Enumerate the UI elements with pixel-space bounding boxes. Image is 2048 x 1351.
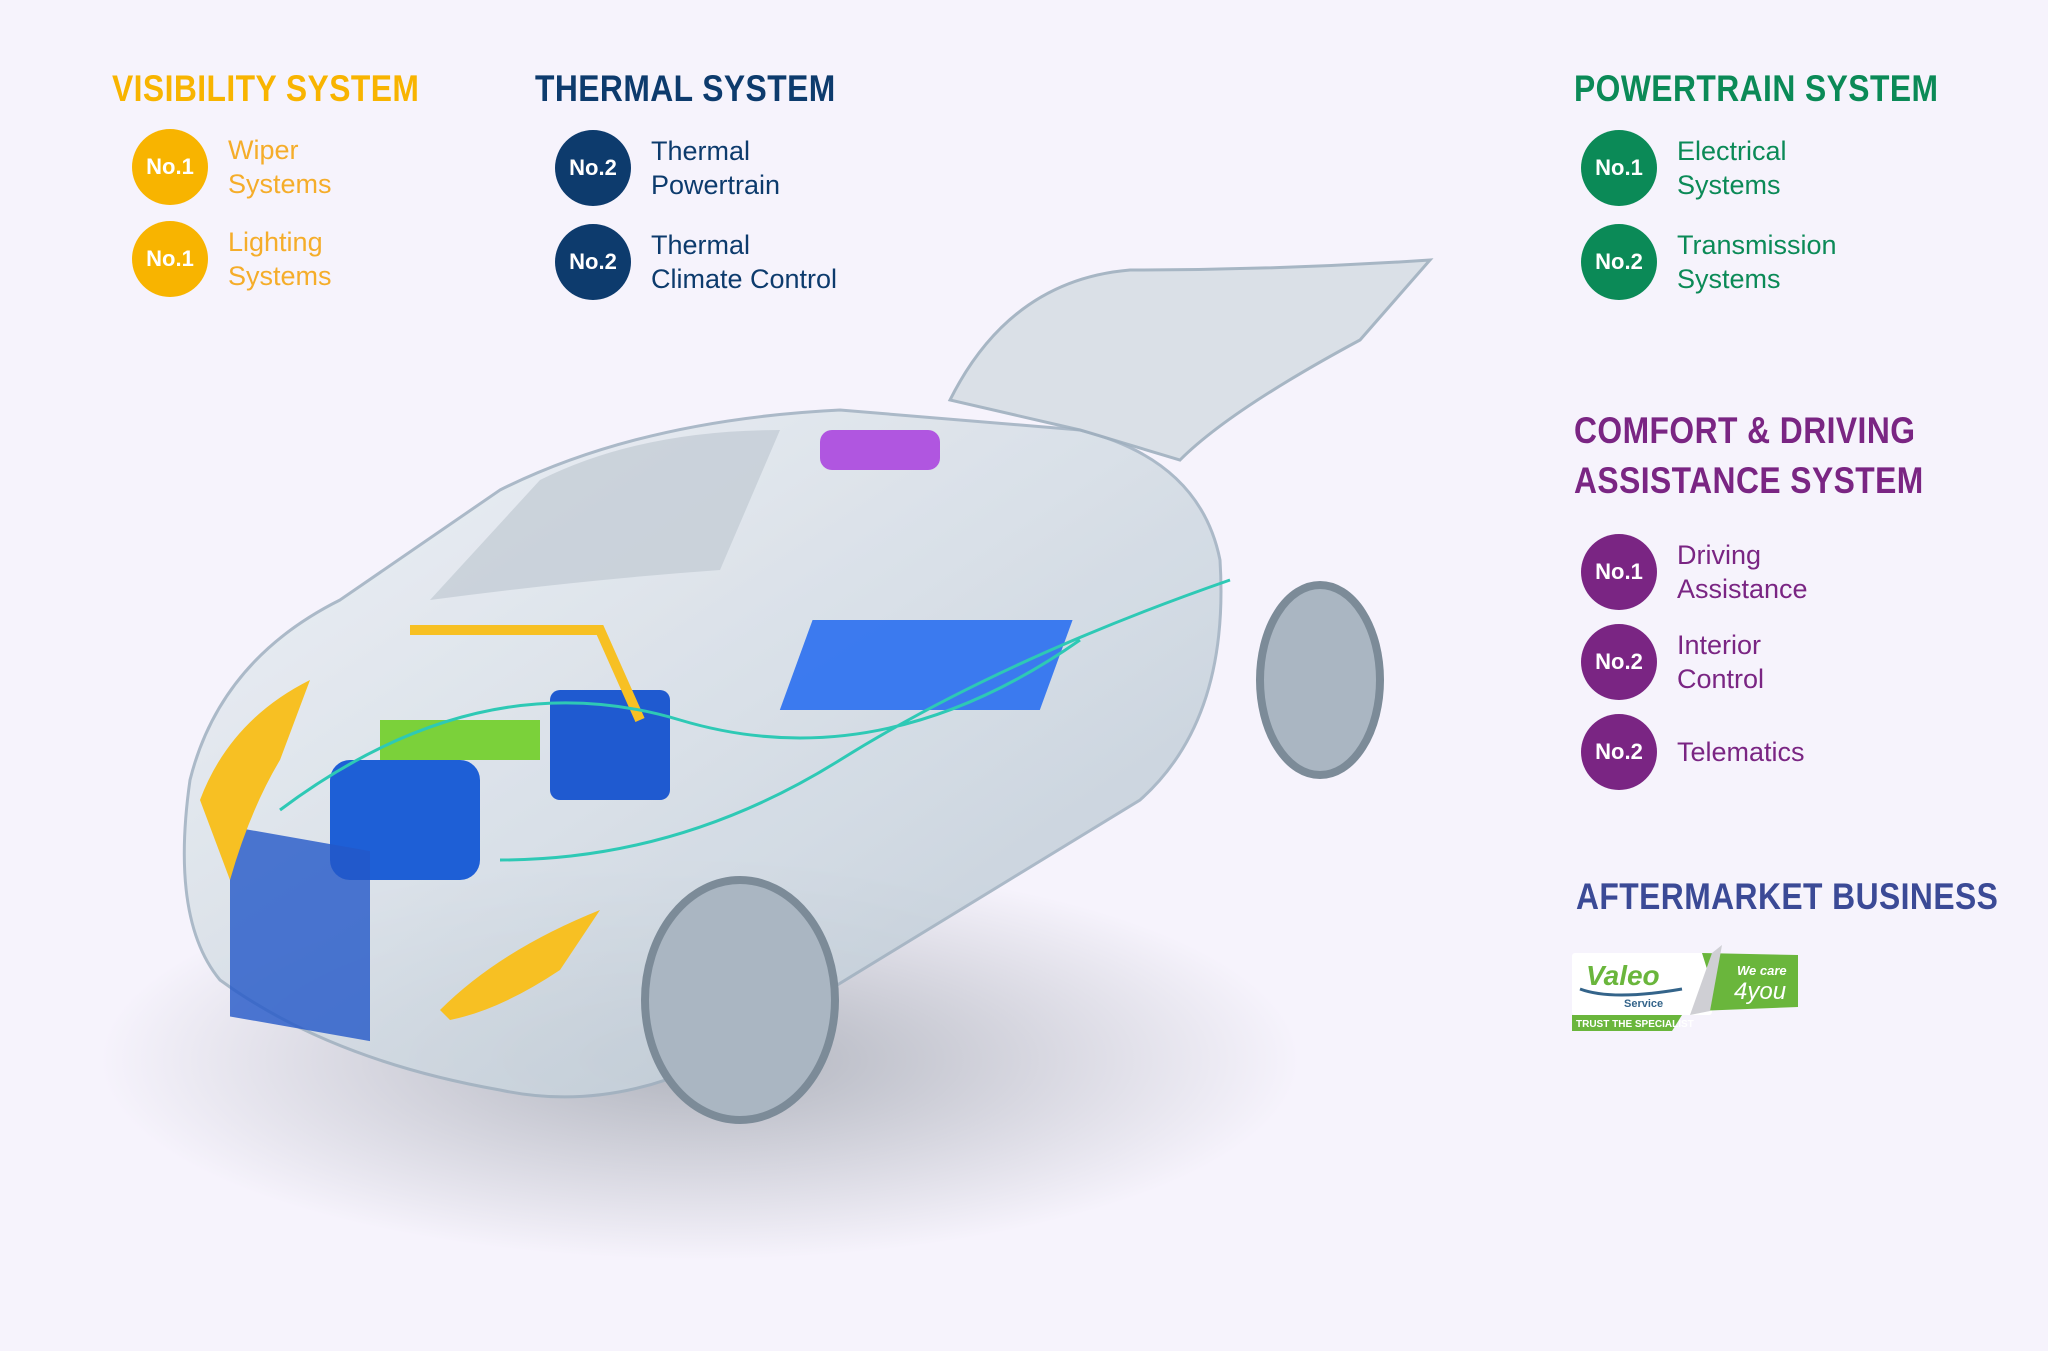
list-item-interior-control: No.2 Interior Control: [1581, 624, 1764, 700]
headlight-left: [200, 680, 310, 880]
item-label: Transmission Systems: [1677, 230, 1837, 294]
rank-badge: No.2: [555, 130, 631, 206]
item-label: Thermal Powertrain: [651, 136, 781, 200]
rank-badge: No.1: [1581, 130, 1657, 206]
rear-wheel: [1256, 581, 1384, 779]
rank-badge: No.1: [132, 129, 208, 205]
item-label: Telematics: [1677, 737, 1805, 767]
rank-badge: No.1: [1581, 534, 1657, 610]
logo-slogan2: 4you: [1734, 978, 1786, 1005]
interior-screen: [820, 430, 940, 470]
logo-brand: Valeo: [1586, 960, 1660, 991]
logo-tagline: TRUST THE SPECIALIST: [1576, 1019, 1694, 1030]
front-wheel: [641, 876, 839, 1124]
intake-manifold: [380, 720, 540, 760]
list-item-driving-assistance: No.1 Driving Assistance: [1581, 534, 1808, 610]
list-item-transmission-systems: No.2 Transmission Systems: [1581, 224, 1837, 300]
powertrain-system-title: POWERTRAIN SYSTEM: [1574, 68, 1939, 109]
open-tailgate: [947, 258, 1434, 462]
rank-badge: No.2: [555, 224, 631, 300]
wiring-harness: [279, 578, 1231, 862]
radiator: [230, 826, 370, 1042]
rank-badge: No.2: [1581, 624, 1657, 700]
item-label: Driving Assistance: [1677, 540, 1808, 604]
item-label: Wiper Systems: [228, 135, 332, 199]
item-label: Electrical Systems: [1677, 136, 1787, 200]
battery-pack: [779, 620, 1073, 710]
wiper: [410, 625, 645, 723]
item-label: Thermal Climate Control: [651, 230, 838, 294]
rank-badge: No.2: [1581, 224, 1657, 300]
aftermarket-business-title: AFTERMARKET BUSINESS: [1576, 876, 1999, 917]
list-item-thermal-climate-control: No.2 Thermal Climate Control: [555, 224, 837, 300]
list-item-electrical-systems: No.1 Electrical Systems: [1581, 130, 1787, 206]
item-label: Lighting Systems: [228, 227, 332, 291]
list-item-lighting-systems: No.1 Lighting Systems: [132, 221, 332, 297]
rank-badge: No.1: [132, 221, 208, 297]
logo-sub: Service: [1624, 998, 1663, 1010]
windshield: [430, 430, 780, 600]
list-item-wiper-systems: No.1 Wiper Systems: [132, 129, 332, 205]
visibility-system-title: VISIBILITY SYSTEM: [112, 68, 420, 109]
comfort-system-title-line1: COMFORT & DRIVING: [1574, 410, 1916, 451]
list-item-telematics: No.2 Telematics: [1581, 714, 1805, 790]
logo-slogan1: We care: [1737, 963, 1787, 978]
thermal-system-title: THERMAL SYSTEM: [535, 68, 836, 109]
valeo-service-logo: Valeo Service TRUST THE SPECIALIST We ca…: [1572, 945, 1798, 1031]
list-item-thermal-powertrain: No.2 Thermal Powertrain: [555, 130, 780, 206]
rank-badge: No.2: [1581, 714, 1657, 790]
headlight-right: [440, 910, 600, 1020]
comfort-system-title-line2: ASSISTANCE SYSTEM: [1574, 460, 1924, 501]
car-cutaway-illustration: [100, 258, 1434, 1260]
item-label: Interior Control: [1677, 630, 1765, 694]
engine-block: [330, 760, 480, 880]
